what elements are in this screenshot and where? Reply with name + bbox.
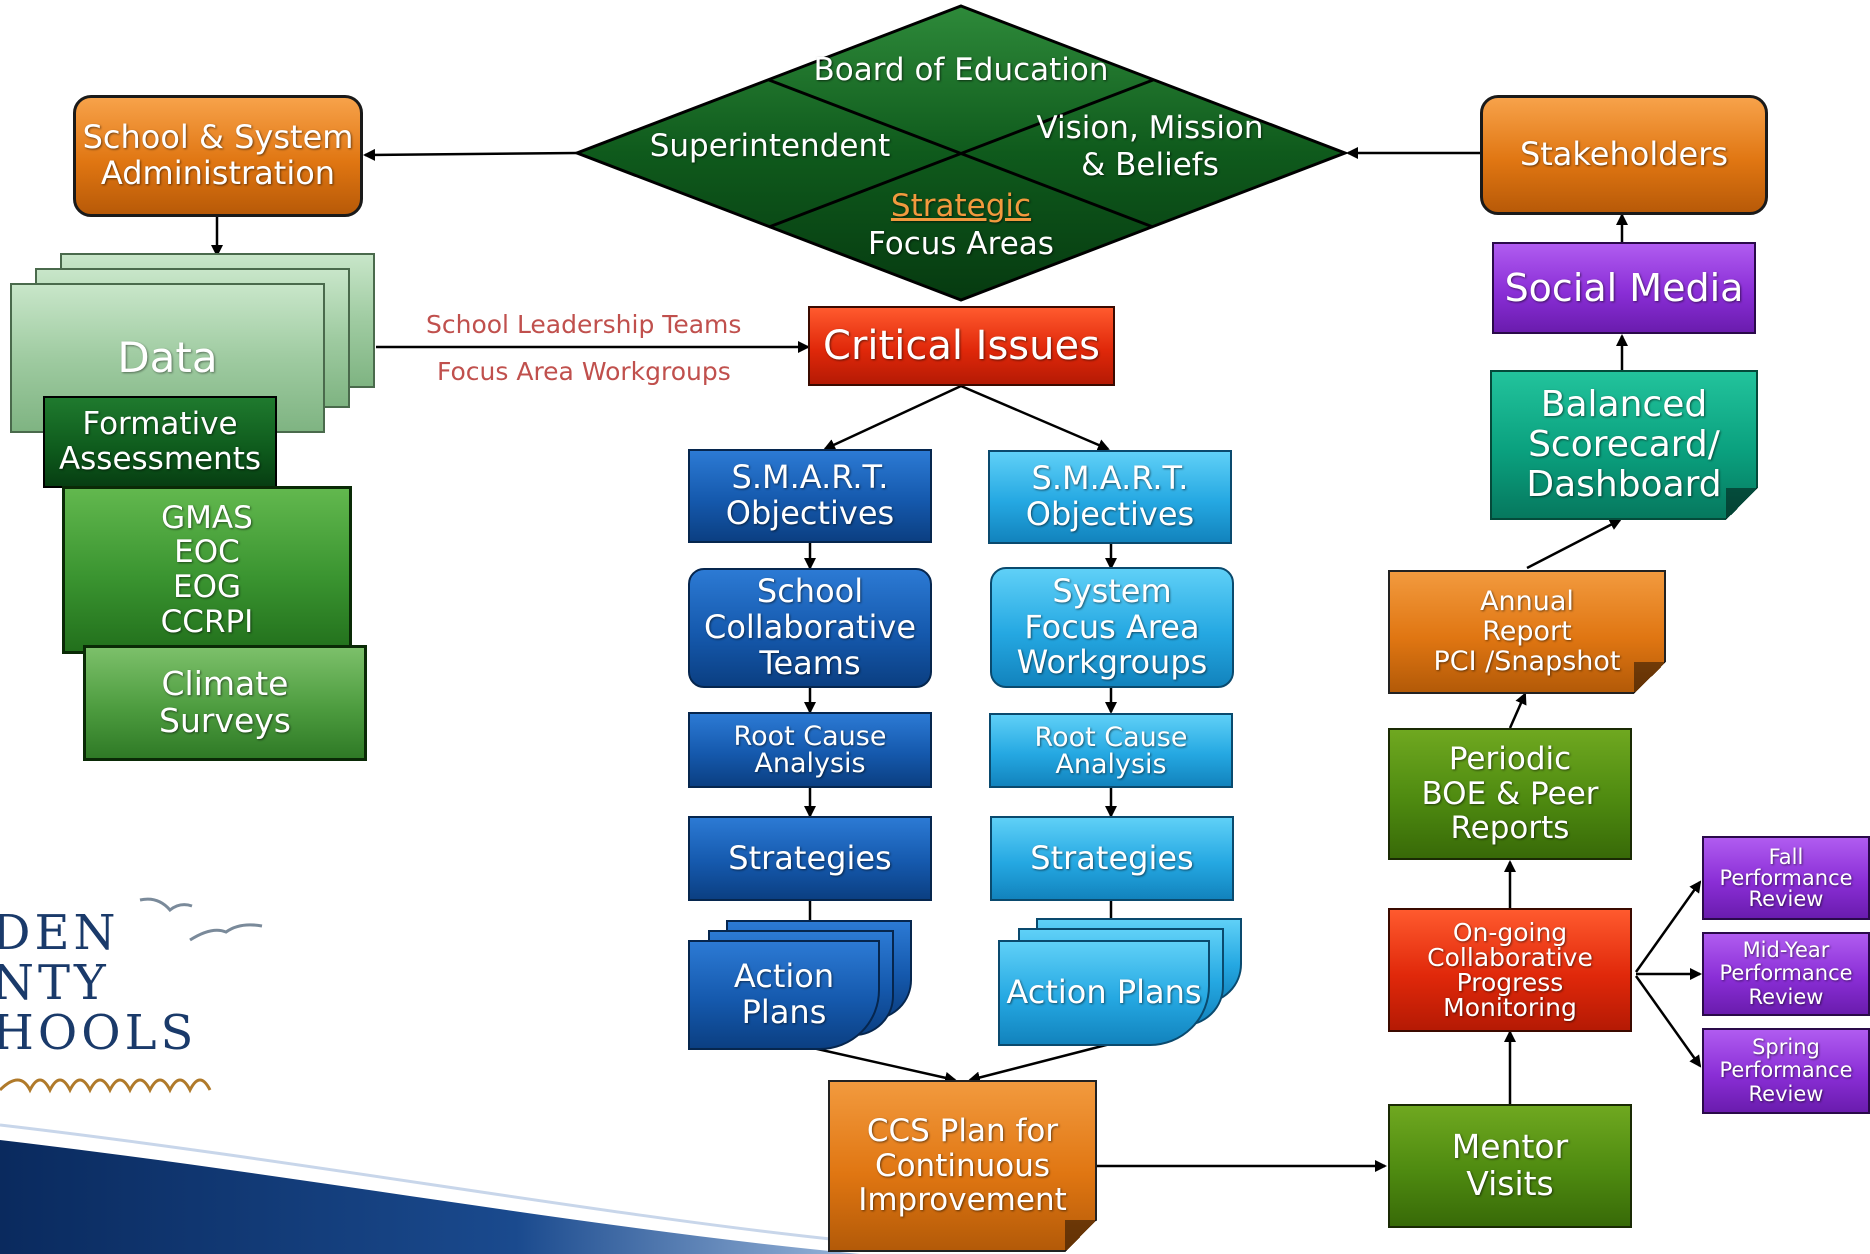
school-collaborative-teams-box: School Collaborative Teams bbox=[688, 568, 932, 688]
school-root-cause-analysis-box: Root Cause Analysis bbox=[688, 712, 932, 788]
logo-flourish bbox=[0, 1078, 212, 1094]
logo-line-2: NTY bbox=[0, 955, 110, 1011]
annual-report-box: Annual Report PCI /Snapshot bbox=[1388, 570, 1666, 694]
spring-performance-review-box: Spring Performance Review bbox=[1702, 1028, 1870, 1114]
fall-performance-review-box: Fall Performance Review bbox=[1702, 836, 1870, 920]
climate-surveys-box: Climate Surveys bbox=[83, 645, 367, 761]
vision-mission-beliefs-label: Vision, Mission & Beliefs bbox=[1036, 110, 1264, 184]
social-media-box: Social Media bbox=[1492, 242, 1756, 334]
leadership-diamond bbox=[572, 4, 1350, 302]
logo-line-1: DEN bbox=[0, 905, 120, 961]
formative-assessments-box: Formative Assessments bbox=[43, 396, 277, 488]
school-system-administration-box: School & System Administration bbox=[73, 95, 363, 217]
mid-year-performance-review-box: Mid-Year Performance Review bbox=[1702, 932, 1870, 1016]
system-action-plans-box: Action Plans bbox=[998, 940, 1210, 1046]
focus-areas-label: Focus Areas bbox=[868, 226, 1054, 262]
system-focus-area-workgroups-box: System Focus Area Workgroups bbox=[990, 567, 1234, 688]
system-smart-objectives-box: S.M.A.R.T. Objectives bbox=[988, 450, 1232, 544]
school-action-plans-box: Action Plans bbox=[688, 940, 880, 1050]
bird-icon bbox=[139, 897, 193, 913]
school-strategies-box: Strategies bbox=[688, 816, 932, 901]
progress-monitoring-box: On-going Collaborative Progress Monitori… bbox=[1388, 908, 1632, 1032]
periodic-boe-peer-reports-box: Periodic BOE & Peer Reports bbox=[1388, 728, 1632, 860]
focus-area-workgroups-label: Focus Area Workgroups bbox=[437, 357, 731, 386]
strategic-label: Strategic bbox=[890, 188, 1032, 224]
logo-line-3: HOOLS bbox=[0, 1005, 198, 1061]
system-strategies-box: Strategies bbox=[990, 816, 1234, 901]
mentor-visits-box: Mentor Visits bbox=[1388, 1104, 1632, 1228]
balanced-scorecard-box: Balanced Scorecard/ Dashboard bbox=[1490, 370, 1758, 520]
school-smart-objectives-box: S.M.A.R.T. Objectives bbox=[688, 449, 932, 543]
critical-issues-box: Critical Issues bbox=[808, 306, 1115, 386]
school-leadership-teams-label: School Leadership Teams bbox=[426, 310, 742, 339]
board-of-education-label: Board of Education bbox=[813, 52, 1109, 88]
state-tests-box: GMAS EOC EOG CCRPI bbox=[62, 486, 352, 654]
superintendent-label: Superintendent bbox=[649, 128, 891, 164]
system-root-cause-analysis-box: Root Cause Analysis bbox=[989, 713, 1233, 788]
stakeholders-box: Stakeholders bbox=[1480, 95, 1768, 215]
bird-icon bbox=[189, 923, 263, 942]
ccs-plan-box: CCS Plan for Continuous Improvement bbox=[828, 1080, 1097, 1252]
decorative-swoosh bbox=[0, 1140, 860, 1254]
